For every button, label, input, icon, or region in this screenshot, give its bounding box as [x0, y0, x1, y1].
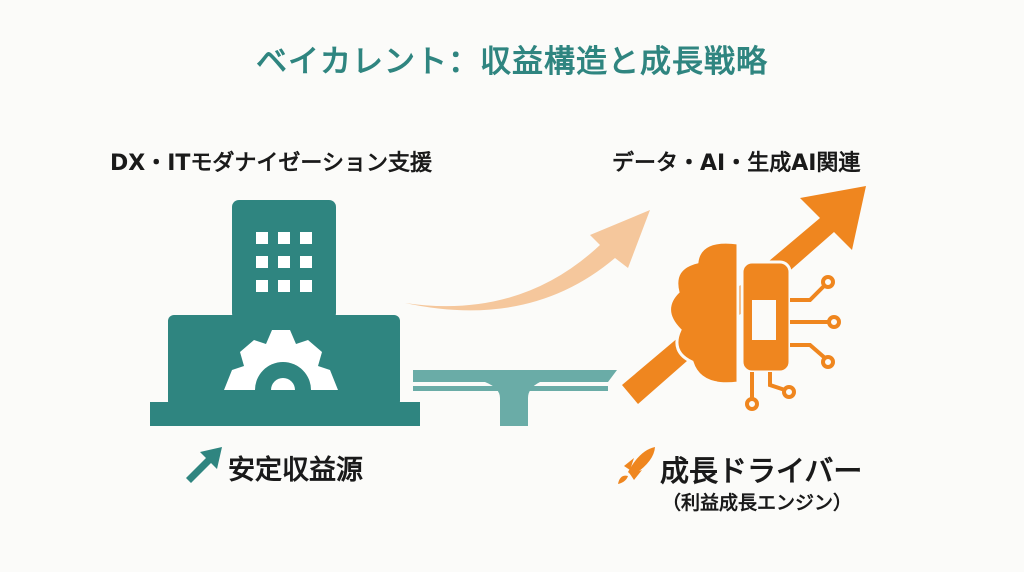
page-title: ベイカレント：収益構造と成長戦略: [256, 44, 768, 80]
data-ai-heading: データ・AI・生成AI関連: [612, 151, 861, 176]
faded-growth-arrow: [405, 210, 650, 311]
ai-brain-chip-icon: [668, 240, 841, 411]
building-gear-icon: [150, 200, 420, 426]
growth-driver-sublabel: （利益成長エンジン）: [662, 492, 853, 514]
growth-driver-label: 成長ドライバー: [660, 454, 863, 488]
rocket-icon: [618, 447, 655, 484]
bridge-connector: [413, 370, 617, 426]
dx-modernization-heading: DX・ITモダナイゼーション支援: [110, 151, 432, 176]
stable-revenue-label: 安定収益源: [228, 455, 363, 486]
trend-arrow-icon: [186, 447, 222, 483]
